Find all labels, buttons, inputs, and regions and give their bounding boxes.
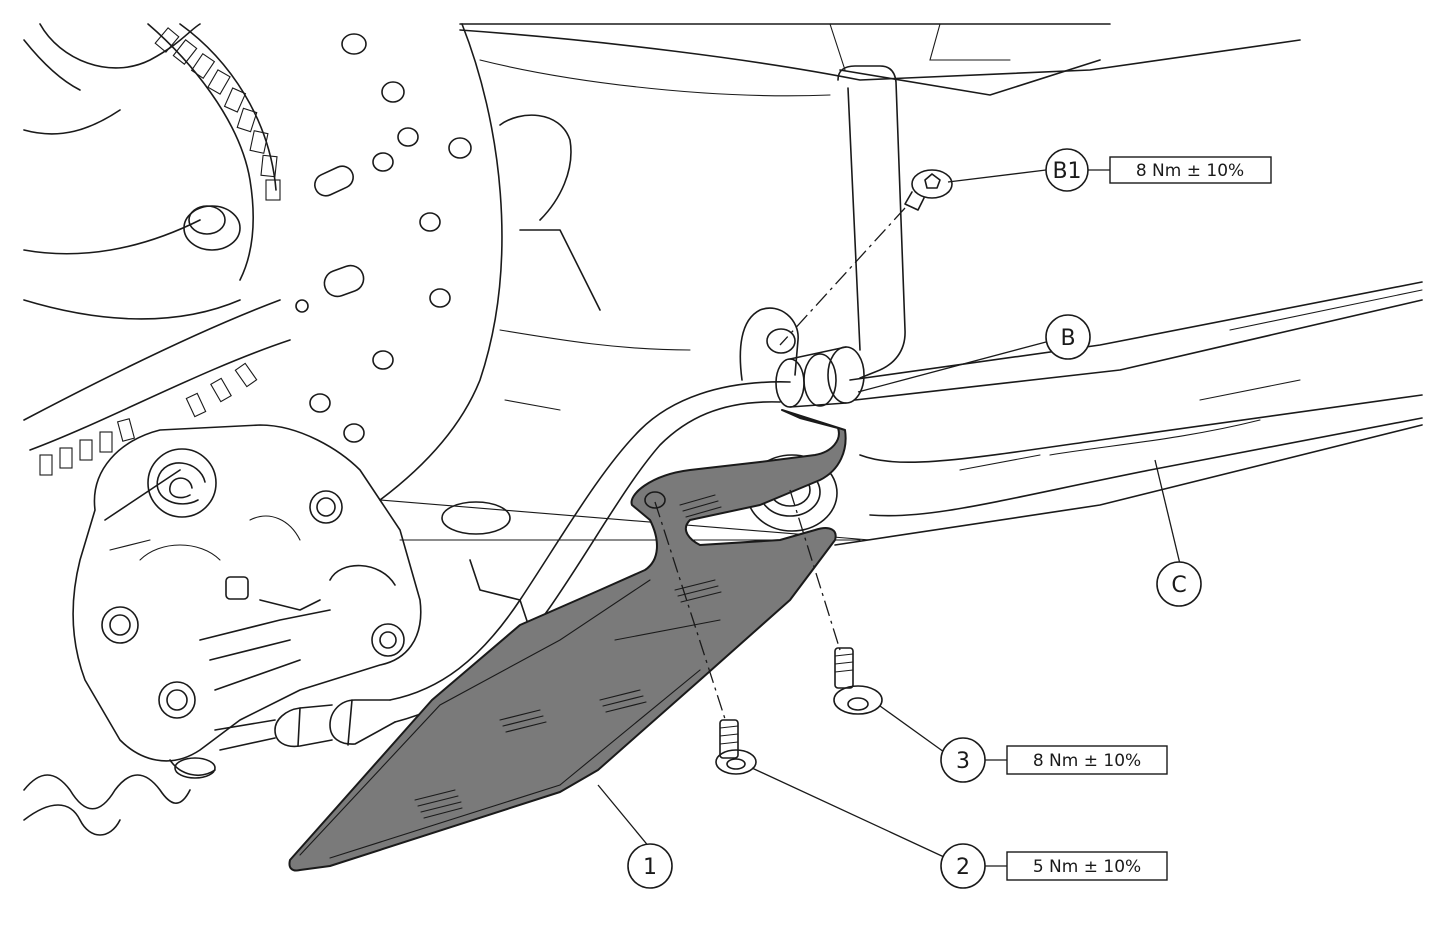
guard-bracket [288,409,847,872]
torque-b1: 8 Nm ± 10% [1136,161,1244,181]
callout-2: 2 5 Nm ± 10% [940,843,1168,889]
hose-clamp [739,307,865,408]
callout-c-label: C [1171,573,1186,598]
screw-b1 [904,169,953,211]
callout-3-label: 3 [956,749,970,774]
torque-2: 5 Nm ± 10% [1033,857,1141,877]
callout-2-label: 2 [956,855,970,880]
assembly-axis-lines [654,207,906,723]
leader-lines [597,169,1181,858]
callout-c: C [1156,561,1202,607]
callout-b1: B1 8 Nm ± 10% [1045,148,1272,192]
callout-1-label: 1 [643,855,657,880]
swingarm-and-wheel-lineart [23,23,1423,836]
callout-b1-label: B1 [1052,159,1081,184]
callout-3: 3 8 Nm ± 10% [940,737,1168,783]
callout-1: 1 [627,843,673,889]
callout-b: B [1045,314,1091,360]
screw-3 [833,647,883,715]
torque-3: 8 Nm ± 10% [1033,751,1141,771]
chain-guard-part-1 [288,409,847,872]
screw-2 [715,719,757,775]
callout-b-label: B [1060,326,1075,351]
brake-caliper [72,424,422,779]
